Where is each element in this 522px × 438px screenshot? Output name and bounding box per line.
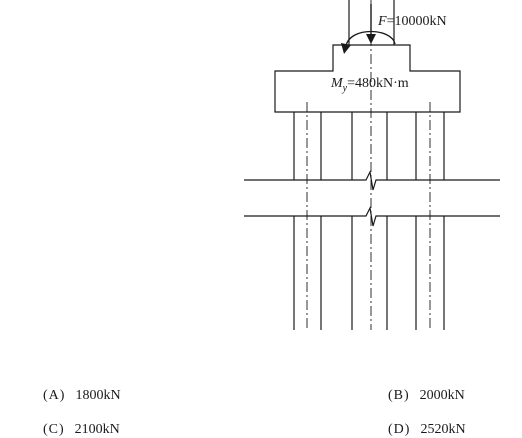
option-a[interactable]: (A) 1800kN xyxy=(36,372,121,404)
pile-left xyxy=(293,112,322,180)
break-line-lower xyxy=(244,206,500,227)
option-b[interactable]: (B) 2000kN xyxy=(381,372,465,404)
force-label: F=10000kN xyxy=(377,14,447,29)
option-a-value: 1800kN xyxy=(75,388,121,403)
pile-cap-diagram: F=10000kN My=480kN·m xyxy=(244,0,500,330)
option-c[interactable]: (C) 2100kN xyxy=(36,406,120,438)
option-d[interactable]: (D) 2520kN xyxy=(381,406,466,438)
pile-middle xyxy=(351,112,388,180)
option-c-value: 2100kN xyxy=(74,422,120,437)
option-a-letter: (A) xyxy=(43,388,66,403)
option-b-letter: (B) xyxy=(388,388,410,403)
pile-right-lower xyxy=(415,216,445,330)
option-b-value: 2000kN xyxy=(419,388,465,403)
moment-label: My=480kN·m xyxy=(330,76,409,94)
pile-right xyxy=(415,112,445,180)
option-c-letter: (C) xyxy=(43,422,65,437)
pile-middle-lower xyxy=(351,216,388,330)
option-d-value: 2520kN xyxy=(420,422,466,437)
force-arrow xyxy=(366,4,376,44)
pile-left-lower xyxy=(293,216,322,330)
option-d-letter: (D) xyxy=(388,422,411,437)
pile-cap xyxy=(274,44,461,113)
moment-arrow xyxy=(341,31,396,54)
break-line-upper xyxy=(244,170,500,191)
